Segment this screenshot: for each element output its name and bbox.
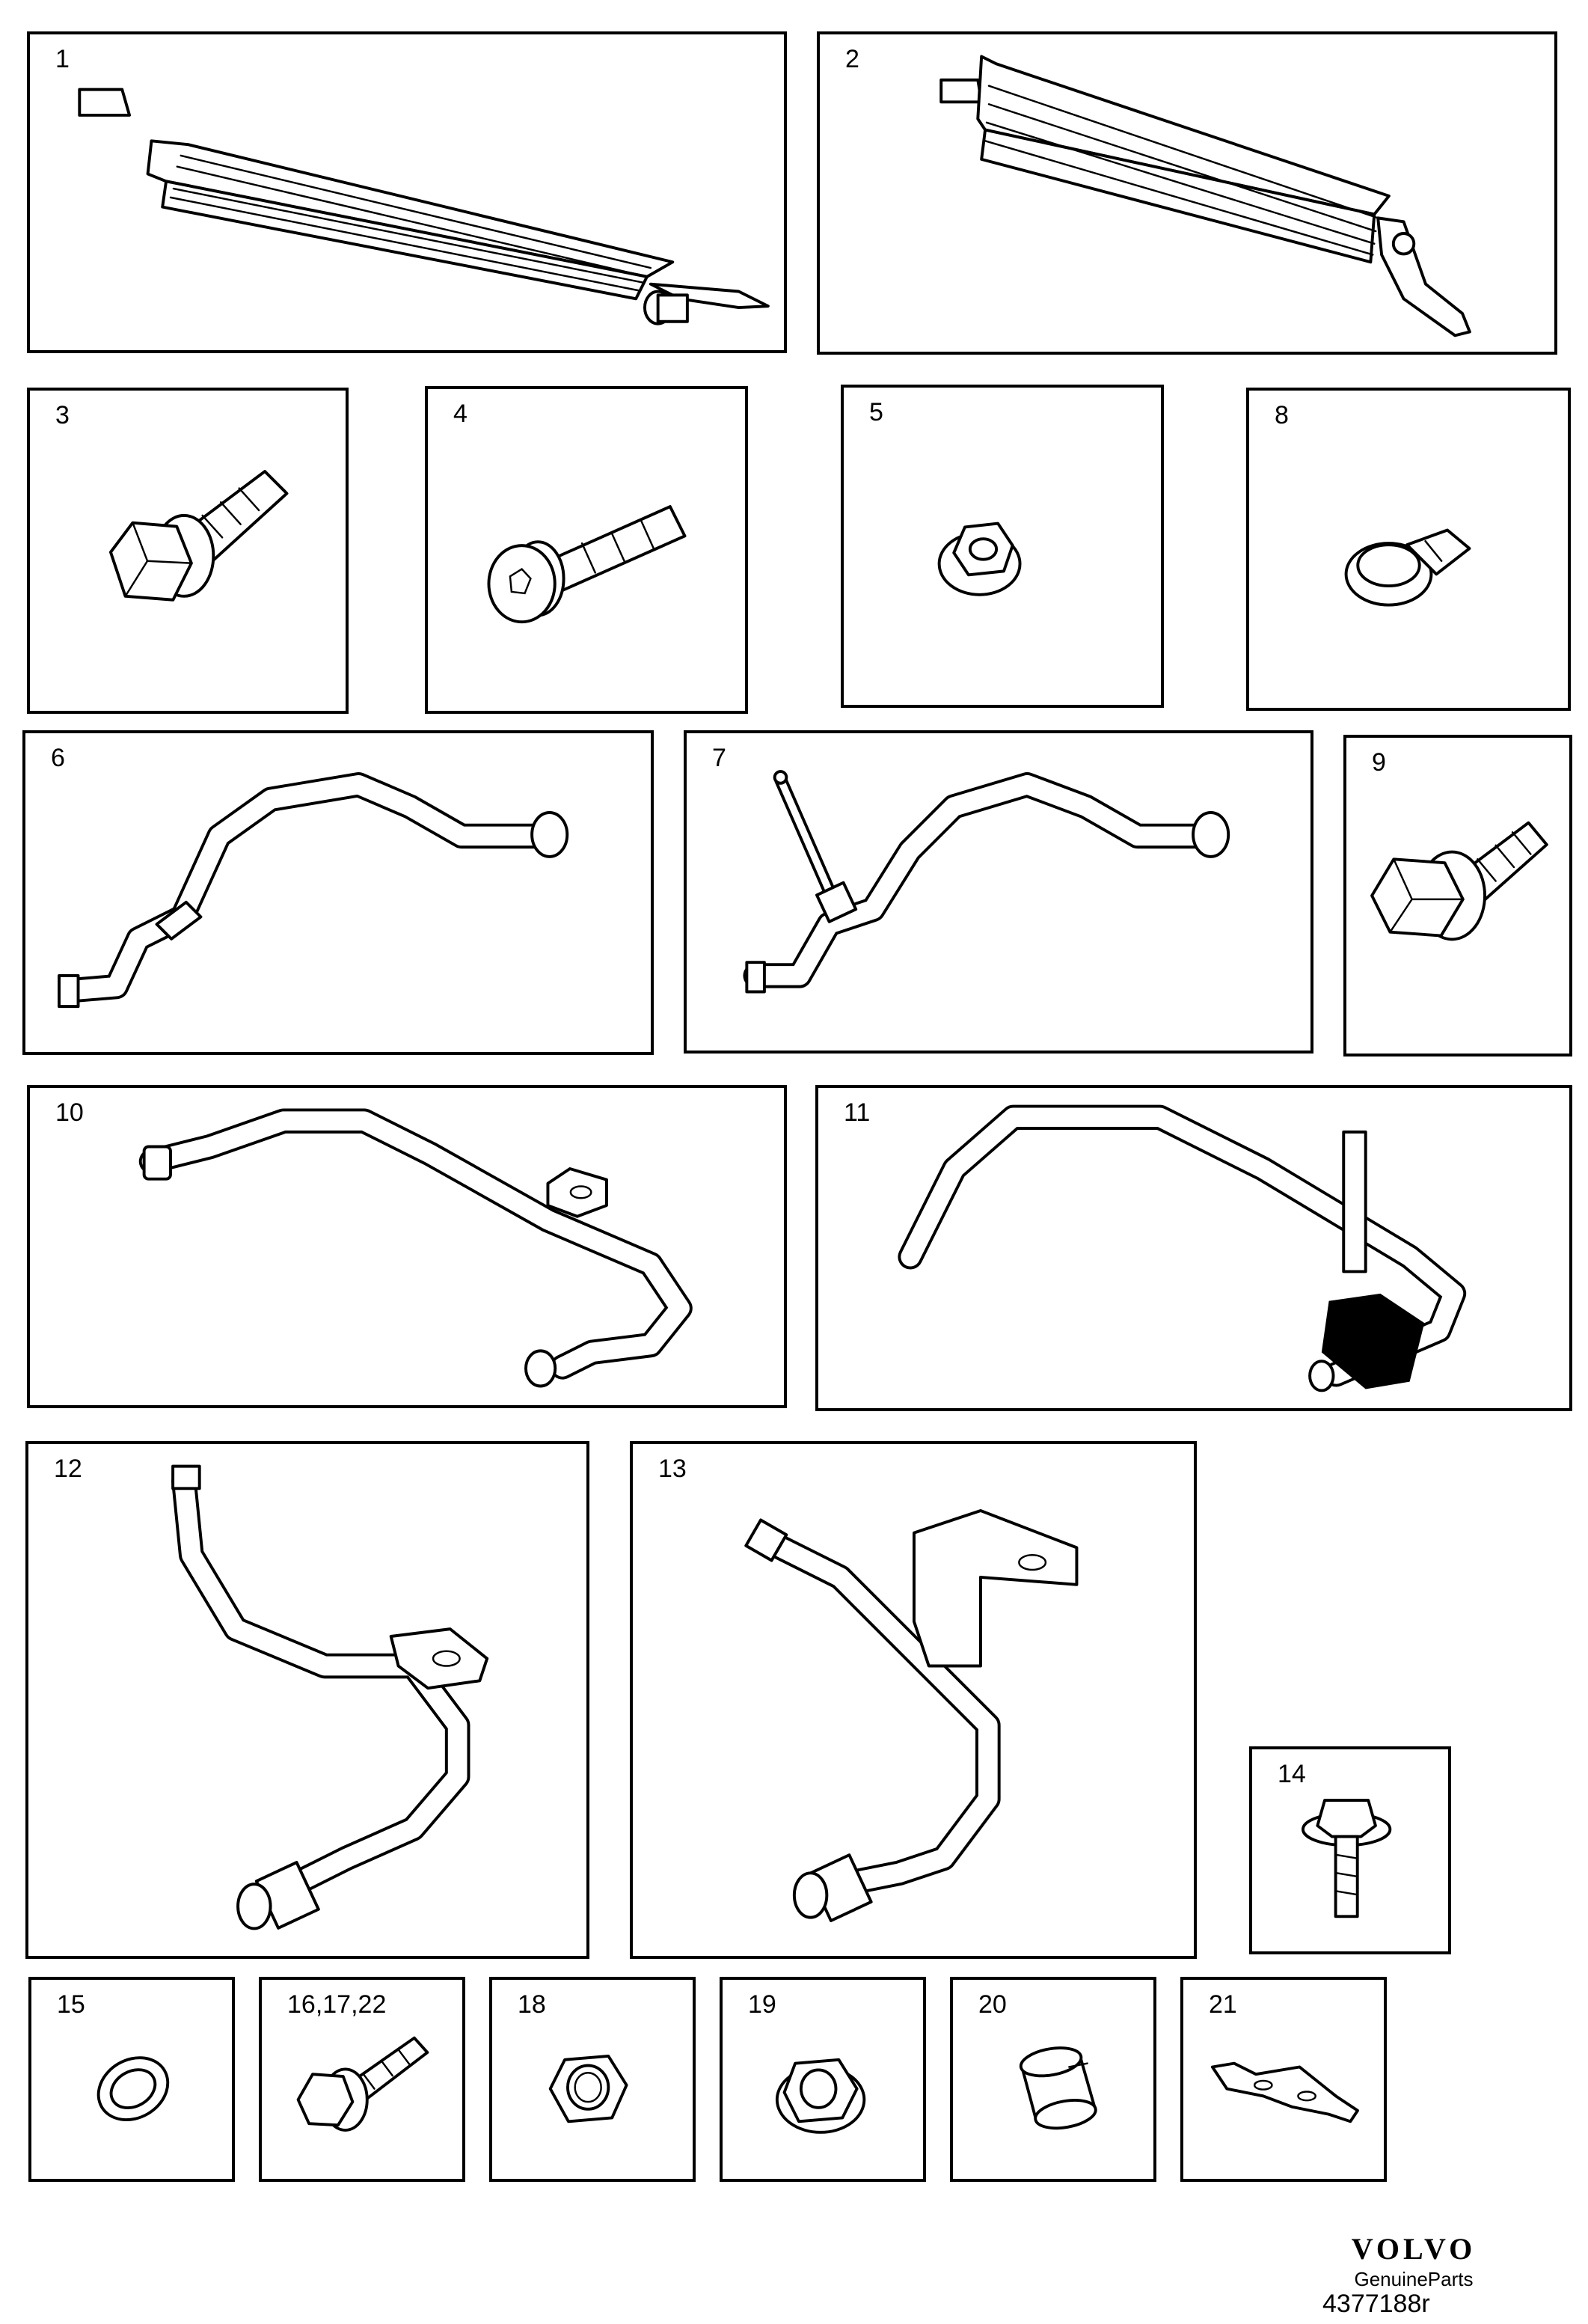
- washer-drawing: [96, 2056, 170, 2122]
- bracket-plate-drawing: [1210, 2061, 1359, 2123]
- panel-label: 14: [1278, 1760, 1306, 1788]
- panel-label: 20: [978, 1990, 1007, 2019]
- panel-8: 8: [1246, 388, 1571, 711]
- panel-label: 7: [712, 744, 726, 772]
- panel-label: 9: [1372, 748, 1386, 777]
- pipe-with-bracket-drawing: [744, 1508, 1079, 1922]
- panel-label: 2: [845, 45, 859, 73]
- brand-block: VOLVO GenuineParts: [1316, 2231, 1511, 2291]
- panel-label: 8: [1275, 401, 1289, 429]
- brand-subtitle: GenuineParts: [1354, 2268, 1474, 2290]
- torx-bolt-drawing: [487, 505, 687, 624]
- oil-cooler-drawing: [78, 88, 770, 325]
- pipe-drawing: [138, 1108, 693, 1388]
- panel-14: 14: [1249, 1746, 1451, 1954]
- panel-label: 1: [55, 45, 70, 73]
- panel-label: 13: [658, 1455, 687, 1483]
- pipe-drawing: [58, 772, 569, 1009]
- panel-3: 3: [27, 388, 349, 714]
- panel-label: 4: [453, 400, 467, 428]
- volvo-logo: VOLVO: [1351, 2232, 1477, 2266]
- panel-label: 3: [55, 401, 70, 429]
- panel-18: 18: [489, 1977, 696, 2182]
- pipe-with-connector-drawing: [171, 1464, 489, 1930]
- panel-label: 6: [51, 744, 65, 772]
- panel-16-17-22: 16,17,22: [259, 1977, 465, 2182]
- panel-11: 11: [815, 1085, 1572, 1411]
- document-number: 4377188r: [1322, 2290, 1430, 2318]
- panel-21: 21: [1180, 1977, 1387, 2182]
- panel-1: 1: [27, 31, 787, 353]
- bolt-drawing: [1370, 821, 1548, 941]
- panel-label: 16,17,22: [287, 1990, 387, 2019]
- panel-label: 12: [54, 1455, 82, 1483]
- bolt-drawing: [296, 2036, 429, 2132]
- panel-15: 15: [28, 1977, 235, 2182]
- flange-nut-drawing: [775, 2058, 866, 2134]
- panel-label: 21: [1209, 1990, 1237, 2019]
- panel-19: 19: [720, 1977, 926, 2182]
- hex-nut-drawing: [548, 2054, 628, 2123]
- flange-bolt-drawing: [1301, 1799, 1392, 1918]
- pipe-with-sensor-drawing: [743, 770, 1230, 994]
- panel-12: 12: [25, 1441, 589, 1959]
- panel-4: 4: [425, 386, 748, 714]
- hose-clamp-drawing: [1344, 528, 1471, 607]
- sleeve-drawing: [1019, 2046, 1097, 2130]
- panel-label: 18: [518, 1990, 546, 2019]
- bolt-drawing: [108, 470, 289, 602]
- panel-2: 2: [817, 31, 1557, 355]
- panel-13: 13: [630, 1441, 1197, 1959]
- pipe-drawing: [898, 1104, 1467, 1392]
- oil-cooler-drawing: [939, 55, 1471, 337]
- panel-label: 11: [844, 1098, 871, 1127]
- panel-label: 19: [748, 1990, 776, 2019]
- panel-9: 9: [1343, 735, 1572, 1056]
- panel-10: 10: [27, 1085, 787, 1408]
- panel-20: 20: [950, 1977, 1156, 2182]
- panel-7: 7: [684, 730, 1313, 1054]
- panel-label: 10: [55, 1098, 84, 1127]
- panel-6: 6: [22, 730, 654, 1055]
- panel-label: 5: [869, 398, 883, 426]
- flange-nut-drawing: [937, 522, 1022, 596]
- panel-label: 15: [57, 1990, 85, 2019]
- panel-5: 5: [841, 385, 1164, 708]
